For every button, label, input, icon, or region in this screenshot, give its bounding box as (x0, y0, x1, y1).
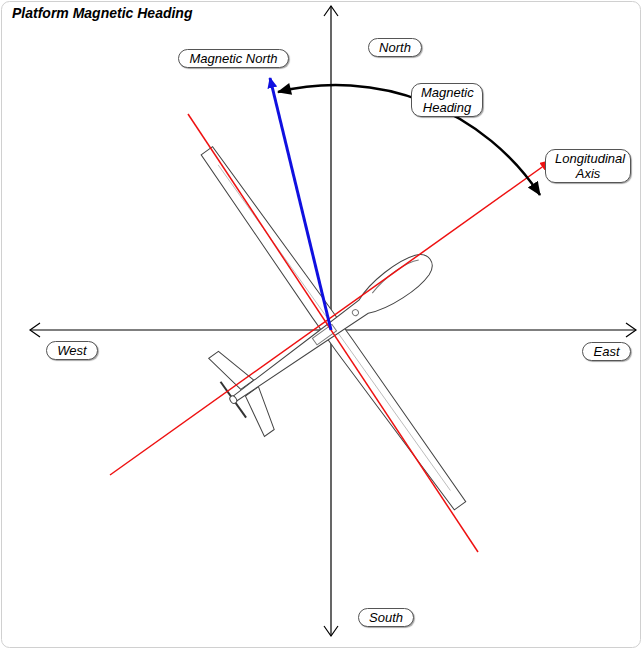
label-pill: West (46, 341, 98, 360)
compass-axes (30, 6, 636, 636)
heading-arc (278, 85, 540, 195)
pill-text: Magnetic North (188, 51, 279, 66)
label-pill: North (368, 38, 422, 57)
lateral-axis (188, 114, 478, 552)
magnetic-north-vector (270, 78, 331, 330)
longitudinal-axis-arrow (110, 160, 552, 475)
pill-text: East (592, 344, 621, 359)
uav-aircraft (104, 82, 556, 579)
label-pill: East (582, 342, 631, 361)
pill-text: West (56, 343, 88, 358)
label-pill: Longitudinal Axis (545, 149, 631, 183)
label-pill: Magnetic Heading (411, 83, 483, 117)
pill-text: Longitudinal Axis (555, 151, 621, 181)
label-pill: Magnetic North (178, 49, 289, 68)
pill-text: North (378, 40, 412, 55)
diagram-title: Platform Magnetic Heading (12, 5, 192, 21)
label-pill: South (358, 608, 414, 627)
pill-text: Magnetic Heading (421, 85, 473, 115)
pill-text: South (368, 610, 404, 625)
